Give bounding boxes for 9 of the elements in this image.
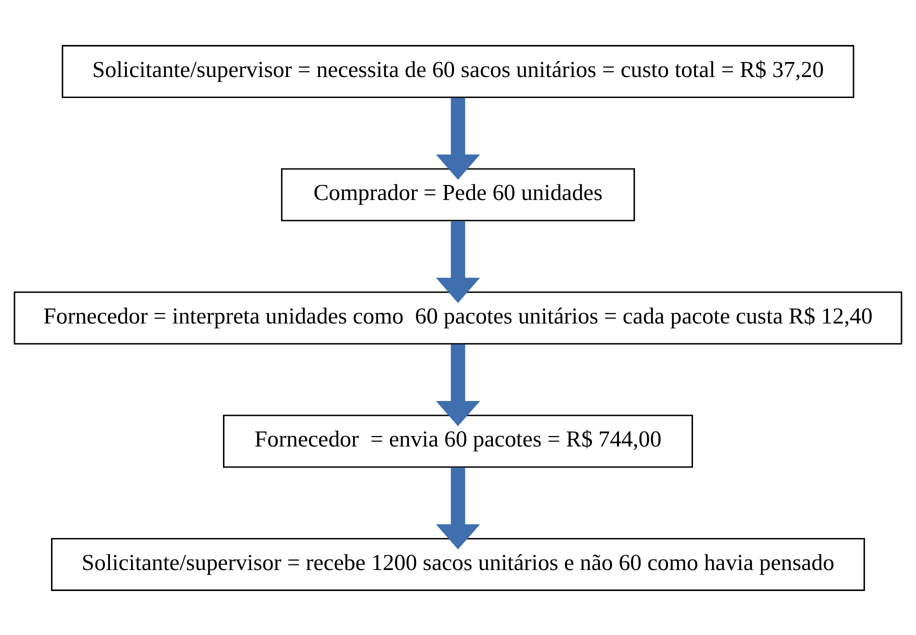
node-box: Solicitante/supervisor = necessita de 60 sacos unitários = custo total = R$ 37,20 xyxy=(62,44,854,98)
arrow xyxy=(436,97,480,180)
arrow xyxy=(436,467,480,549)
arrow xyxy=(436,344,480,426)
node-box: Fornecedor = envia 60 pacotes = R$ 744,00 xyxy=(222,414,694,468)
node-box: Comprador = Pede 60 unidades xyxy=(281,168,635,221)
node-box: Fornecedor = interpreta unidades como 60 pacotes unitários = cada pacote custa R$ 12,40 xyxy=(14,290,902,344)
node-box: Solicitante/supervisor = recebe 1200 sacos unitários e não 60 como havia pensado xyxy=(51,537,865,590)
arrow xyxy=(436,220,480,302)
